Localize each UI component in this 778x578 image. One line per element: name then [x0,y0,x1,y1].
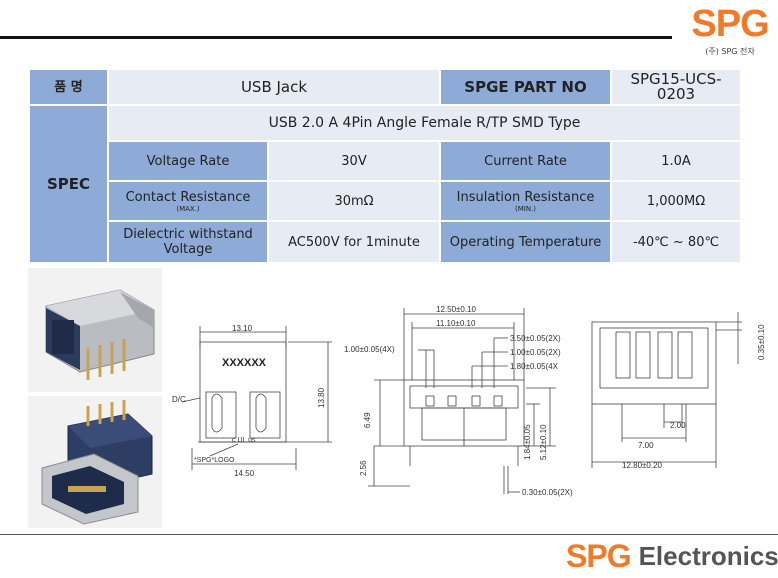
right-dim-a: 2.00 [670,421,686,430]
right-dim-b: 7.00 [638,441,654,450]
mid-dim-b: 1.00±0.05(2X) [510,348,561,357]
mid-dim-h2: 2.56 [359,460,368,476]
front-dc-label: D/C [172,395,186,404]
side-view-drawing: 12.50±0.10 11.10±0.10 3.50±0.05(2X) 1.00… [344,305,573,497]
top-view-drawing: 2.00 7.00 12.80±0.20 0.35±0.10 [591,312,766,470]
contact-resistance-label: Contact Resistance(MAX.) [107,180,269,222]
contact-resistance-value: 30mΩ [266,180,442,222]
voltage-rate-value: 30V [266,140,442,182]
front-logo-label: *SPG*LOGO [194,457,235,464]
part-no-label: SPGE PART NO [439,68,613,106]
header-rule [0,36,672,39]
operating-temp-label: Operating Temperature [439,220,613,264]
brand-logo-mark: SPG [691,3,769,45]
voltage-rate-label: Voltage Rate [107,140,269,182]
dielectric-label: Dielectric withstand Voltage [107,220,269,264]
footer-rule [0,534,778,535]
mid-dim-e: 0.30±0.05(2X) [522,488,573,497]
brand-logo-mark-bottom: SPG [566,537,632,574]
brand-logo-top: SPG (주) SPG 전자 [690,4,770,64]
mid-dim-h3: 1.84±0.05 [523,424,532,460]
mid-dim-a: 3.50±0.05(2X) [510,334,561,343]
part-no-value: SPG15-UCS-0203 [610,68,743,106]
spec-table: 품 명 USB Jack SPGE PART NO SPG15-UCS-0203… [28,68,743,264]
front-view-drawing: 13.10 XXXXXX D/C c UL us *SPG*LOGO 14.50… [172,324,332,478]
spec-description: USB 2.0 A 4Pin Angle Female R/TP SMD Typ… [106,104,743,142]
mid-dim-h1: 6.49 [363,412,372,428]
brand-logo-bottom: SPG Electronics [566,538,778,574]
mid-dim-h4: 5.12±0.10 [539,424,548,460]
mid-dim-c: 1.00±0.05(4X) [344,345,395,354]
brand-logo-sub: (주) SPG 전자 [705,47,755,56]
insulation-resistance-label: Insulation Resistance(MIN.) [439,180,613,222]
dielectric-value: AC500V for 1minute [266,220,442,264]
current-rate-label: Current Rate [439,140,613,182]
right-dim-v: 0.35±0.10 [757,324,766,360]
front-marking: XXXXXX [222,357,267,369]
mid-dim-width-outer: 12.50±0.10 [436,305,477,314]
front-dim-bottom: 14.50 [234,469,255,478]
mid-dim-d: 1.80±0.05(4X [510,362,559,371]
front-ul-label: c UL us [232,437,256,444]
insulation-resistance-value: 1,000MΩ [610,180,743,222]
right-dim-c: 12.80±0.20 [622,461,663,470]
brand-company-name: Electronics [638,540,778,571]
name-label: 품 명 [28,68,109,106]
product-photo-top [28,268,162,392]
front-dim-top: 13.10 [232,324,253,333]
front-dim-height: 13.80 [317,387,326,408]
contact-resistance-sub: (MAX.) [176,204,200,213]
current-rate-value: 1.0A [610,140,743,182]
spec-label: SPEC [28,104,109,264]
insulation-resistance-sub: (MIN.) [515,204,537,213]
product-photo-bottom [28,396,162,528]
product-name: USB Jack [106,68,442,106]
mid-dim-width-inner: 11.10±0.10 [436,319,476,328]
operating-temp-value: -40℃ ~ 80℃ [610,220,743,264]
